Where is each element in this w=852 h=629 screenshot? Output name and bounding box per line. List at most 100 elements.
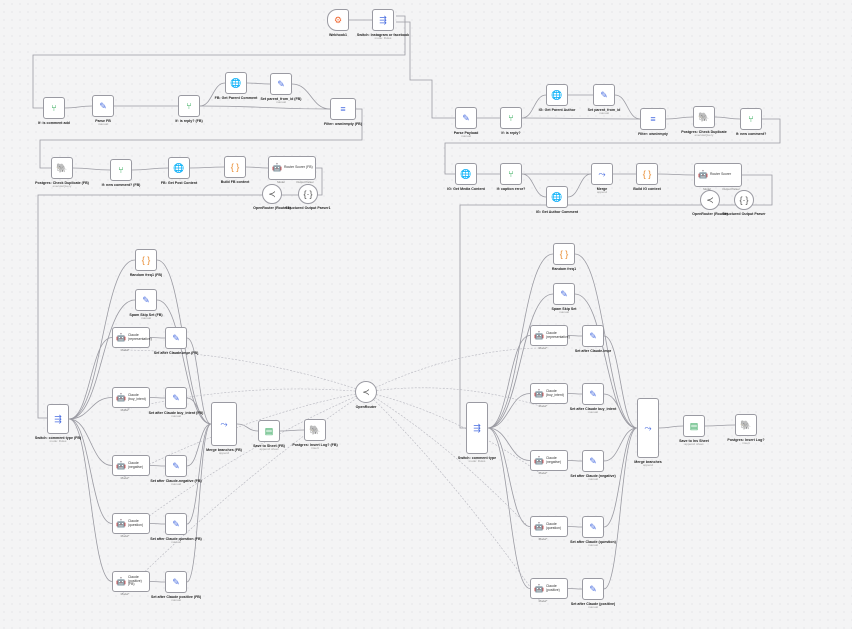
node-set-impr[interactable]: ✎ [582, 325, 604, 347]
node-set-neg[interactable]: ✎ [582, 450, 604, 472]
connection[interactable] [236, 423, 259, 432]
connection[interactable] [186, 397, 212, 425]
connection[interactable] [149, 337, 166, 339]
node-ig-get-parent[interactable]: 🌐 [546, 84, 568, 106]
node-build-ig[interactable]: { } [636, 163, 658, 185]
connection[interactable] [521, 94, 547, 119]
node-pg-insert[interactable]: 🐘 [735, 414, 757, 436]
connection[interactable] [131, 167, 169, 171]
node-webhook[interactable]: ⚙ [327, 9, 349, 31]
node-pg-check-fb[interactable]: 🐘 [51, 157, 73, 179]
connection[interactable] [199, 82, 226, 107]
node-switch-ig-fb[interactable]: ⇶ [372, 9, 394, 31]
connection[interactable] [603, 427, 638, 462]
node-build-fb[interactable]: { } [224, 156, 246, 178]
connection[interactable] [487, 253, 554, 429]
connection[interactable] [603, 335, 638, 429]
connection[interactable] [487, 427, 531, 527]
connection[interactable] [39, 108, 363, 169]
connection[interactable] [487, 293, 554, 429]
connection[interactable] [396, 21, 455, 119]
connection[interactable] [199, 105, 331, 110]
connection[interactable] [68, 418, 113, 524]
connection[interactable] [68, 299, 136, 420]
connection[interactable] [189, 166, 225, 169]
connection[interactable] [521, 173, 547, 198]
connection[interactable] [149, 523, 166, 525]
node-set-neg-fb[interactable]: ✎ [165, 455, 187, 477]
connection[interactable] [614, 94, 641, 120]
connection[interactable] [487, 393, 531, 429]
node-claude-q-fb[interactable]: 🤖Claude (question) [112, 513, 150, 534]
connection[interactable] [567, 173, 592, 198]
node-router-fb[interactable]: 🤖Router Scorer (FB) [268, 156, 316, 180]
node-claude-pos-fb[interactable]: 🤖Claude (positive) (FB) [112, 571, 150, 592]
node-if-comment-add[interactable]: ⑂ [43, 97, 65, 119]
connection[interactable] [186, 423, 212, 467]
node-merge-ig[interactable]: ⤳ [637, 398, 659, 458]
connection[interactable] [149, 581, 166, 583]
node-fb-get-post[interactable]: 🌐 [168, 157, 190, 179]
connection[interactable] [567, 588, 583, 590]
node-claude-buy[interactable]: 🤖Claude (buy_intent) [530, 383, 568, 404]
node-switch-ct-fb[interactable]: ⇶ [47, 404, 69, 434]
connection[interactable] [64, 105, 93, 109]
connection[interactable] [487, 427, 531, 589]
connection[interactable] [459, 174, 773, 429]
connection[interactable] [521, 117, 641, 120]
connection[interactable] [32, 15, 406, 109]
node-if-new[interactable]: ⑂ [740, 108, 762, 130]
connection[interactable] [68, 397, 113, 420]
node-pg-check[interactable]: 🐘 [693, 106, 715, 128]
connection[interactable] [574, 253, 638, 429]
node-sheets-ig[interactable]: ▤ [683, 415, 705, 437]
connection[interactable] [246, 82, 271, 85]
connection[interactable] [657, 173, 695, 176]
node-parse-fb[interactable]: ✎ [92, 95, 114, 117]
node-ig-get-media[interactable]: 🌐 [455, 163, 477, 185]
node-claude-buy-fb[interactable]: 🤖Claude (buy_intent) [112, 387, 150, 408]
connection[interactable] [72, 167, 111, 171]
node-if-caption[interactable]: ⑂ [500, 163, 522, 185]
node-spam-skip-fb[interactable]: ✎ [135, 289, 157, 311]
connection[interactable] [68, 337, 113, 420]
connection[interactable] [279, 429, 305, 432]
connection[interactable] [245, 166, 269, 169]
node-if-new-fb[interactable]: ⑂ [110, 159, 132, 181]
node-ig-get-author[interactable]: 🌐 [546, 186, 568, 208]
connection[interactable] [658, 425, 684, 429]
node-claude-neg[interactable]: 🤖Claude (negative) [530, 450, 568, 471]
connection[interactable] [603, 427, 638, 528]
connection[interactable] [149, 397, 166, 399]
connection[interactable] [704, 424, 736, 427]
connection[interactable] [149, 465, 166, 467]
connection[interactable] [714, 116, 741, 120]
node-claude-impr[interactable]: 🤖Claude (representative) [530, 325, 570, 346]
connection[interactable] [567, 526, 583, 528]
node-switch-ct[interactable]: ⇶ [466, 402, 488, 454]
node-if-reply-fb[interactable]: ⑂ [178, 95, 200, 117]
node-set-q[interactable]: ✎ [582, 516, 604, 538]
node-merge-ig-top[interactable]: ⤳ [591, 163, 613, 185]
node-merge-fb[interactable]: ⤳ [211, 402, 237, 446]
node-router-ig[interactable]: 🤖Router Scorer [694, 163, 742, 187]
connection[interactable] [186, 423, 212, 525]
node-set-q-fb[interactable]: ✎ [165, 513, 187, 535]
connection[interactable] [665, 116, 694, 120]
node-openrouter-mid[interactable]: ≺ [355, 381, 377, 403]
connection[interactable] [68, 259, 136, 420]
node-filter-fb[interactable]: ≡ [330, 98, 356, 120]
node-set-pos-fb[interactable]: ✎ [165, 571, 187, 593]
node-claude-impr-fb[interactable]: 🤖Claude (representative) [112, 327, 152, 348]
connection[interactable] [68, 418, 113, 466]
node-random-freq-fb[interactable]: { } [135, 249, 157, 271]
node-spam-skip[interactable]: ✎ [553, 283, 575, 305]
connection[interactable] [444, 118, 781, 175]
node-set-impr-fb[interactable]: ✎ [165, 327, 187, 349]
connection[interactable] [603, 427, 638, 590]
node-claude-q[interactable]: 🤖Claude (question) [530, 516, 568, 537]
node-set-parent[interactable]: ✎ [593, 84, 615, 106]
node-fb-get-parent[interactable]: 🌐 [225, 72, 247, 94]
connection[interactable] [567, 460, 583, 462]
